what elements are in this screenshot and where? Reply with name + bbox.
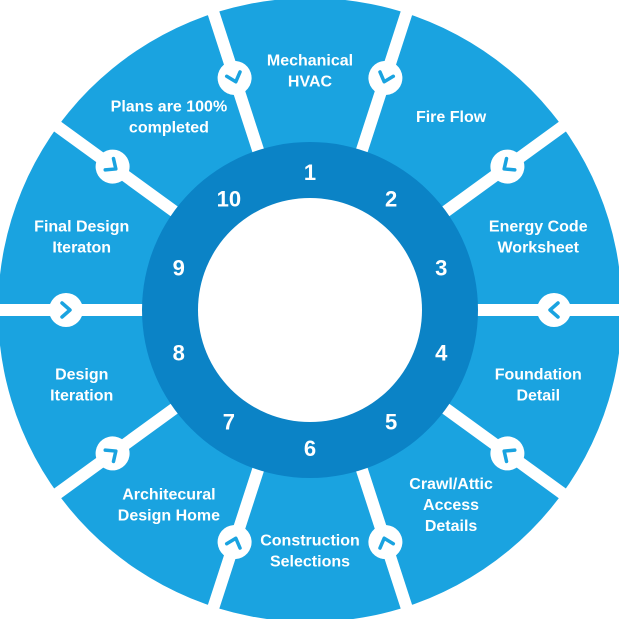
chevron-arrow-icon (537, 293, 571, 327)
step-number-10: 10 (217, 186, 241, 211)
step-label-line: Iteration (50, 388, 113, 405)
chevron-arrow-icon (490, 149, 525, 184)
step-label-line: Access (423, 497, 479, 514)
step-label-line: Foundation (495, 367, 582, 384)
step-number-9: 9 (173, 255, 185, 280)
step-number-7: 7 (223, 410, 235, 435)
step-label-line: Design Home (118, 508, 220, 525)
step-label-line: Plans are 100% (111, 98, 228, 115)
step-label-line: Architecural (122, 487, 215, 504)
chevron-arrow-icon (49, 293, 83, 327)
step-connectors (49, 60, 571, 560)
step-label-line: Energy Code (489, 218, 588, 235)
step-label-line: Construction (260, 533, 360, 550)
step-label-line: Crawl/Attic (409, 476, 493, 493)
chevron-arrow-icon (95, 436, 130, 471)
step-label-line: Fire Flow (416, 109, 487, 126)
step-label-line: completed (129, 119, 209, 136)
step-label-2: Fire Flow (416, 109, 487, 126)
step-numbers: 1 2 3 4 5 6 7 8 9 10 (173, 160, 448, 461)
step-number-8: 8 (173, 341, 185, 366)
step-label-line: Detail (516, 388, 560, 405)
chevron-arrow-icon (368, 60, 403, 95)
step-number-3: 3 (435, 255, 447, 280)
step-number-6: 6 (304, 436, 316, 461)
step-label-10: Plans are 100% completed (111, 98, 228, 136)
step-number-5: 5 (385, 410, 397, 435)
chevron-arrow-icon (217, 525, 252, 560)
step-number-1: 1 (304, 160, 316, 185)
step-label-line: HVAC (288, 74, 333, 91)
chevron-arrow-icon (95, 149, 130, 184)
step-label-line: Mechanical (267, 53, 353, 70)
chevron-arrow-icon (217, 60, 252, 95)
chevron-arrow-icon (368, 525, 403, 560)
step-label-line: Iteraton (52, 239, 111, 256)
step-label-line: Design (55, 367, 108, 384)
step-label-line: Details (425, 518, 478, 535)
step-label-line: Selections (270, 554, 350, 571)
chevron-arrow-icon (490, 436, 525, 471)
step-label-line: Final Design (34, 218, 129, 235)
step-number-4: 4 (435, 341, 448, 366)
center-hub (198, 198, 422, 422)
step-number-2: 2 (385, 186, 397, 211)
step-label-line: Worksheet (497, 239, 579, 256)
